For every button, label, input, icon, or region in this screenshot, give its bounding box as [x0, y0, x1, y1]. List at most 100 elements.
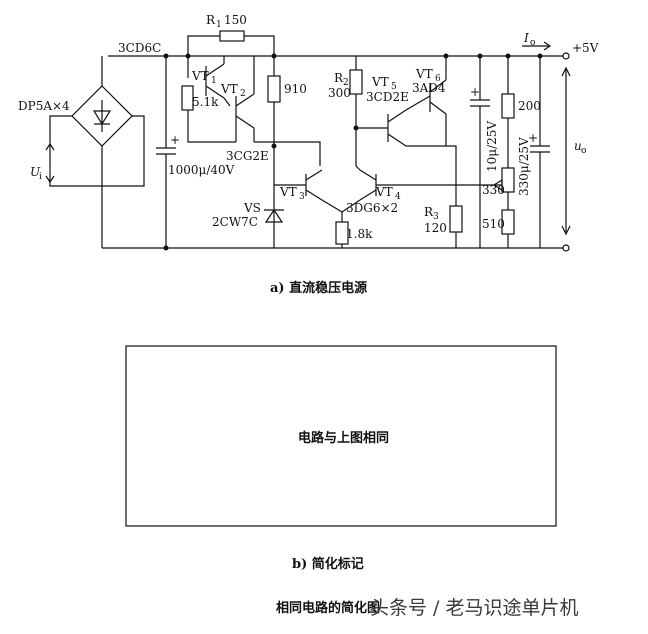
label-vt3-sub: 3: [299, 192, 305, 202]
label-r3-value: 120: [424, 221, 447, 235]
label-vt2-sub: 2: [240, 89, 246, 99]
label-vs: VS: [243, 201, 261, 215]
r2-bottom-wire: [355, 94, 361, 171]
label-plus5v: +5V: [572, 41, 599, 55]
vt5-collector-wire: [406, 145, 457, 206]
label-vt1: VT: [191, 69, 209, 83]
vt2-leads: [235, 56, 255, 142]
label-r2-sub: 2: [343, 78, 349, 88]
label-r1: R: [206, 13, 216, 27]
label-vt2: VT: [220, 82, 238, 96]
terminal-plus: [562, 52, 570, 60]
r1-wire-right: [244, 35, 275, 56]
vt5-emitter: [405, 95, 431, 111]
label-uo-sub: o: [581, 146, 586, 156]
zener-diode-vs: [264, 208, 284, 223]
transistor-vt5: [387, 109, 407, 147]
label-vt1-sub: 1: [211, 76, 217, 86]
circuit-a: R 1 150 3CD6C VT 1 VT 2 5.1k 910 R 2 300…: [18, 13, 599, 296]
label-vt5-sub: 5: [391, 82, 397, 92]
transistor-vt3: [305, 169, 323, 201]
block-b: 电路与上图相同 b) 简化标记: [125, 345, 557, 572]
label-dp5a: DP5A×4: [18, 99, 70, 113]
label-vt4: VT: [375, 185, 393, 199]
label-ui: U: [30, 165, 41, 179]
input-arrow-down: [45, 175, 55, 184]
junction-dot: [505, 53, 511, 59]
resistor-200: [501, 93, 515, 119]
label-cap2: 10μ/25V: [485, 121, 499, 172]
vt3-collector-wire: [254, 141, 321, 166]
label-plus-c1: +: [170, 133, 180, 147]
figure-title: 相同电路的简化图: [276, 600, 380, 616]
vt4-emitter: [341, 199, 361, 222]
diode-symbol: [92, 100, 112, 132]
box-text: 电路与上图相同: [298, 430, 389, 446]
label-cap3: 330μ/25V: [517, 137, 531, 196]
resistor-r2: [349, 69, 363, 95]
label-vt6: VT: [415, 67, 433, 81]
label-910: 910: [284, 82, 307, 96]
label-vt4-sub: 4: [395, 192, 401, 202]
label-r3-sub: 3: [433, 212, 439, 222]
resistor-r3: [449, 205, 463, 233]
label-r1-value: 150: [224, 13, 247, 27]
label-5k1: 5.1k: [192, 95, 219, 109]
label-r1-sub: 1: [216, 20, 222, 30]
vt3-emitter: [321, 199, 343, 213]
vt1-base-wire: [187, 110, 236, 143]
input-wire-top: [49, 115, 72, 150]
junction-dot: [477, 53, 483, 59]
terminal-ground: [562, 244, 570, 252]
label-2cw7c: 2CW7C: [212, 215, 258, 229]
transistor-vt6: [429, 79, 447, 115]
capacitor-330u: [530, 56, 550, 248]
uo-arrows: [561, 66, 571, 236]
resistor-r1: [219, 30, 245, 42]
input-arrow-up: [45, 142, 55, 151]
transistor-vt1: [205, 63, 225, 99]
transistor-vt4: [359, 169, 377, 201]
junction-dot: [163, 53, 169, 59]
label-io: I: [523, 31, 529, 45]
junction-dot: [537, 53, 543, 59]
input-wire-bottom: [49, 115, 145, 187]
watermark: 头条号 / 老马识途单片机: [370, 597, 578, 619]
junction-dot: [443, 53, 449, 59]
label-r3: R: [424, 205, 434, 219]
resistor-910: [267, 75, 281, 103]
label-vt6-sub: 6: [435, 74, 441, 84]
label-uo: u: [574, 139, 582, 153]
junction-dot: [163, 245, 169, 251]
label-vt3: VT: [279, 185, 297, 199]
label-1k8: 1.8k: [346, 227, 373, 241]
capacitor-10u: [470, 56, 490, 248]
r1-wire-left: [187, 35, 220, 56]
label-plus-c3: +: [528, 131, 538, 145]
label-3dg6: 3DG6×2: [346, 201, 398, 215]
label-330: 330: [482, 183, 505, 197]
label-510: 510: [482, 217, 505, 231]
label-3ad4: 3AD4: [412, 81, 446, 95]
junction-dot: [271, 143, 277, 149]
label-200: 200: [518, 99, 541, 113]
label-vt5: VT: [371, 75, 389, 89]
label-3cg2e: 3CG2E: [226, 149, 269, 163]
label-io-sub: o: [530, 38, 535, 48]
simplified-box: [125, 345, 557, 527]
label-r2-value: 300: [328, 86, 351, 100]
caption-a: a) 直流稳压电源: [270, 280, 367, 296]
label-3cd6c: 3CD6C: [118, 41, 161, 55]
label-ui-sub: i: [39, 172, 42, 182]
io-arrow: [522, 41, 552, 51]
caption-b: b) 简化标记: [292, 556, 364, 572]
capacitor-c1: [156, 56, 176, 248]
label-3cd2e: 3CD2E: [366, 90, 409, 104]
transistor-vt2: [235, 93, 255, 129]
pot-wiper-arrow: [492, 178, 503, 192]
vt1-leads: [223, 56, 231, 107]
label-plus-c2: +: [470, 85, 480, 99]
label-cap1: 1000μ/40V: [168, 163, 235, 177]
